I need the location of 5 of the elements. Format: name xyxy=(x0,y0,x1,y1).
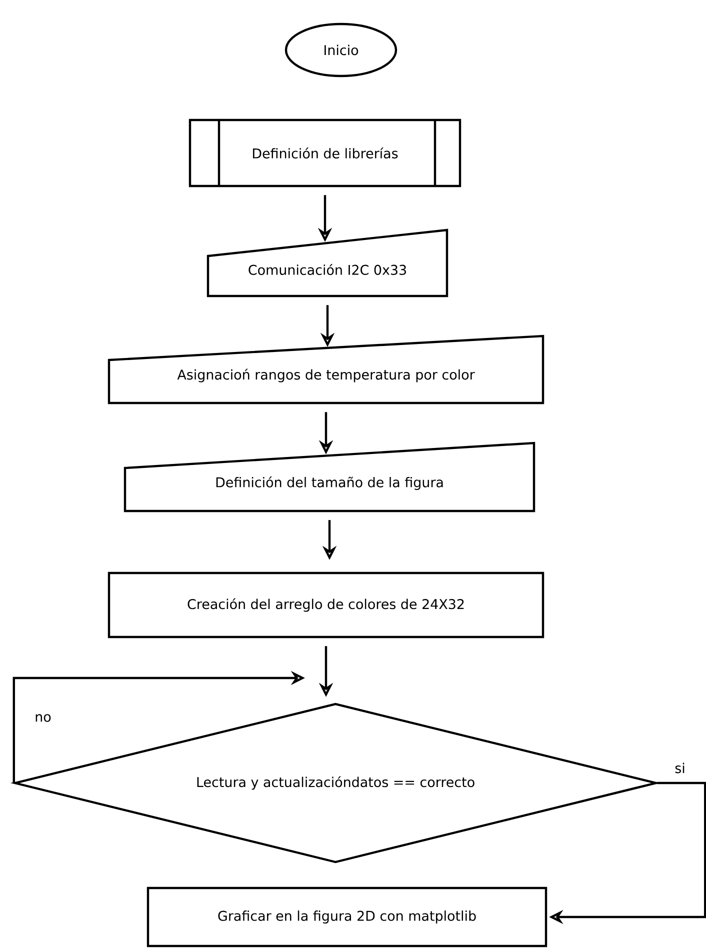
edge-label: no xyxy=(34,713,52,723)
edge-label: si xyxy=(674,762,686,774)
process-box: Graficar en la figura 2D con matplotlib xyxy=(146,886,548,948)
predefined-process-box: Definición de librerías xyxy=(188,118,462,188)
process-box: Creación del arreglo de colores de 24X32 xyxy=(108,572,544,638)
